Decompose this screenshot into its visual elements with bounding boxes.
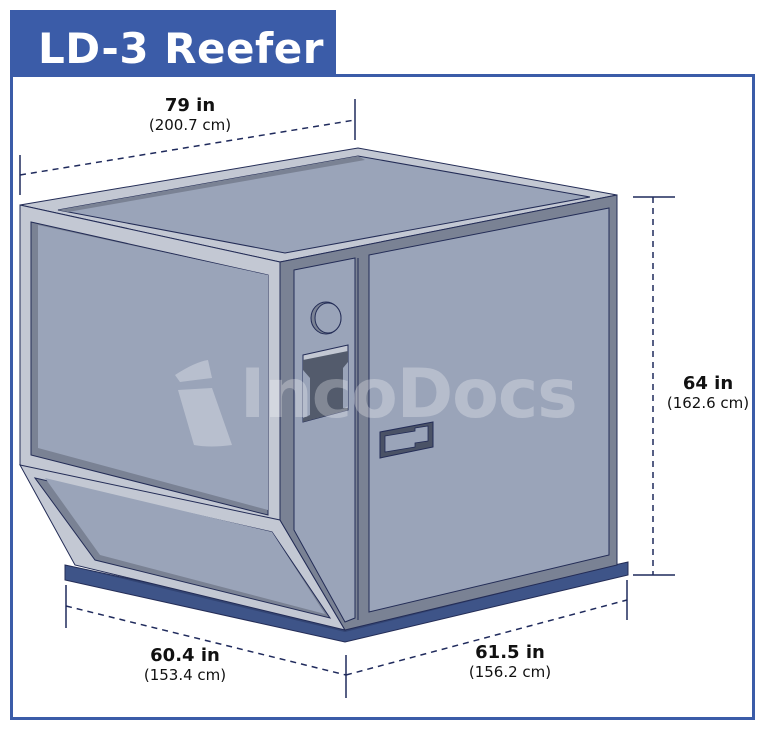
control-panel	[302, 344, 349, 423]
height-inches: 64 in	[682, 373, 734, 394]
width-cm: (200.7 cm)	[148, 116, 232, 134]
diagram-frame	[10, 74, 755, 720]
top-face	[19, 147, 618, 263]
dimension-height	[633, 196, 675, 576]
width-label: 79 in (200.7 cm)	[130, 95, 250, 135]
watermark-logo-icon	[175, 360, 232, 447]
right-face	[279, 194, 618, 631]
base-right-inches: 61.5 in	[475, 642, 545, 663]
title-banner: LD-3 Reefer	[10, 10, 336, 76]
base-left-cm: (153.4 cm)	[143, 666, 227, 684]
watermark-text: IncoDocs	[240, 355, 578, 434]
width-inches: 79 in	[164, 95, 216, 116]
dimension-width	[19, 99, 356, 195]
base-left-label: 60.4 in (153.4 cm)	[125, 645, 245, 685]
dimension-base-left	[65, 585, 347, 698]
vent-icon	[310, 301, 342, 335]
left-face	[19, 204, 347, 631]
page-title: LD-3 Reefer	[38, 24, 324, 73]
base-right-label: 61.5 in (156.2 cm)	[450, 642, 570, 682]
dimension-base-right	[345, 580, 628, 676]
height-cm: (162.6 cm)	[666, 394, 750, 412]
height-label: 64 in (162.6 cm)	[648, 373, 768, 413]
base-left-inches: 60.4 in	[150, 645, 220, 666]
door-handle	[379, 421, 434, 459]
base-right-cm: (156.2 cm)	[468, 663, 552, 681]
